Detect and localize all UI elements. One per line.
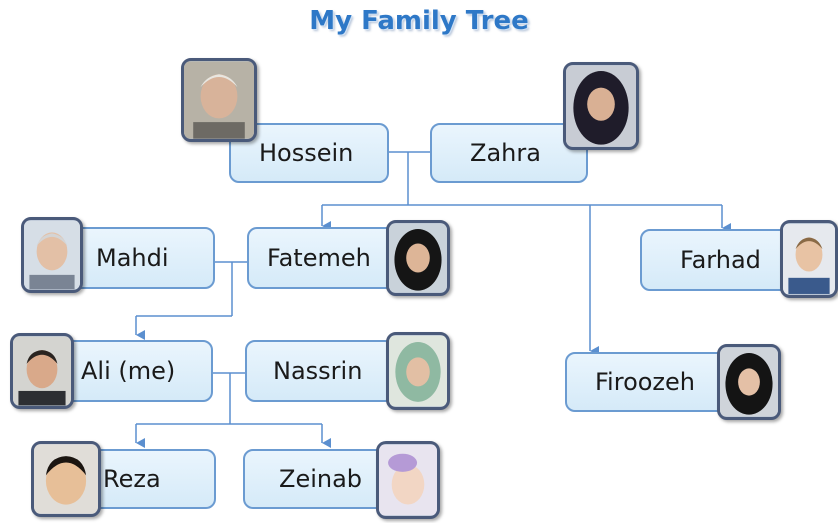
ali-photo (10, 333, 74, 409)
farhad-photo (780, 220, 838, 298)
member-name: Fatemeh (267, 244, 371, 272)
member-fatemeh[interactable]: Fatemeh (247, 227, 399, 289)
page-title: My Family Tree (309, 6, 529, 36)
zeinab-photo (376, 441, 440, 519)
member-zahra[interactable]: Zahra (430, 123, 588, 183)
member-firoozeh[interactable]: Firoozeh (565, 352, 732, 412)
mahdi-photo (21, 217, 83, 293)
member-name: Ali (me) (81, 357, 176, 385)
fatemeh-photo (386, 220, 450, 296)
member-name: Firoozeh (595, 368, 696, 396)
member-name: Zahra (470, 139, 541, 167)
firoozeh-photo (717, 344, 781, 420)
nassrin-photo (386, 332, 450, 410)
member-name: Nassrin (273, 357, 363, 385)
member-nassrin[interactable]: Nassrin (245, 340, 395, 402)
member-name: Reza (103, 465, 161, 493)
member-name: Zeinab (279, 465, 363, 493)
member-name: Mahdi (96, 244, 169, 272)
member-farhad[interactable]: Farhad (640, 229, 800, 291)
zahra-photo (563, 62, 639, 150)
member-ali[interactable]: Ali (me) (55, 340, 213, 402)
member-name: Hossein (259, 139, 354, 167)
hossein-photo (181, 58, 257, 142)
member-zeinab[interactable]: Zeinab (243, 449, 391, 509)
member-name: Farhad (680, 246, 761, 274)
reza-photo (31, 441, 101, 517)
